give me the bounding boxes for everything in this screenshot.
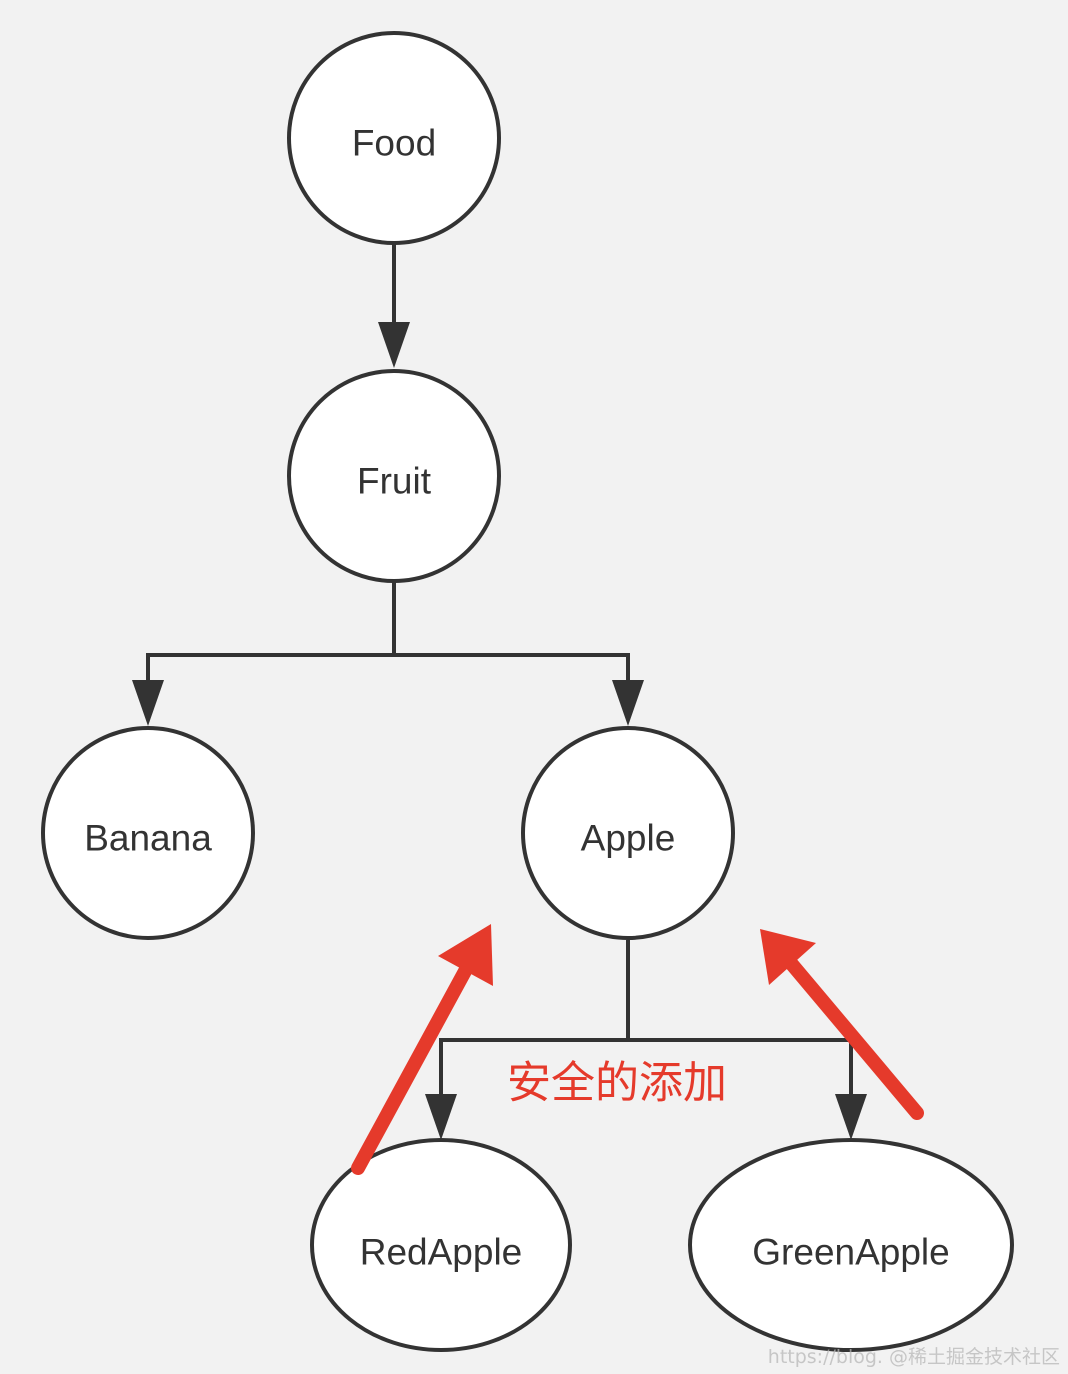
node-banana-label: Banana [84,818,212,859]
annotation-arrow-right-shaft [783,955,924,1120]
node-greenapple: GreenApple [688,1138,1014,1352]
arrowhead-redapple [425,1094,457,1140]
node-redapple-label: RedApple [360,1232,523,1273]
annotation-label: 安全的添加 [507,1058,727,1109]
node-fruit-shape [287,369,501,583]
arrowhead-fruit [378,322,410,368]
arrowhead-apple [612,680,644,726]
edge-fruit-branch [146,653,630,688]
node-banana: Banana [41,726,255,940]
annotation-arrow-right-head [760,929,816,985]
node-redapple-shape [310,1138,572,1352]
annotation-arrow-left-head [438,924,493,986]
annotation-arrows [351,924,924,1175]
edge-apple-branch [439,1038,853,1100]
node-fruit-label: Fruit [357,461,432,502]
arrowhead-greenapple [835,1094,867,1140]
node-redapple: RedApple [310,1138,572,1352]
node-greenapple-label: GreenApple [752,1232,949,1273]
watermark: https://blog. @稀土掘金技术社区 [768,1346,1060,1368]
annotation-arrow-left-shaft [351,955,477,1175]
node-food-shape [287,31,501,245]
node-apple: Apple [521,726,735,940]
arrowhead-banana [132,680,164,726]
node-greenapple-shape [688,1138,1014,1352]
node-food: Food [287,31,501,245]
edges [132,244,867,1140]
node-apple-shape [521,726,735,940]
node-fruit: Fruit [287,369,501,583]
node-banana-shape [41,726,255,940]
node-apple-label: Apple [581,818,676,859]
node-food-label: Food [352,123,436,164]
